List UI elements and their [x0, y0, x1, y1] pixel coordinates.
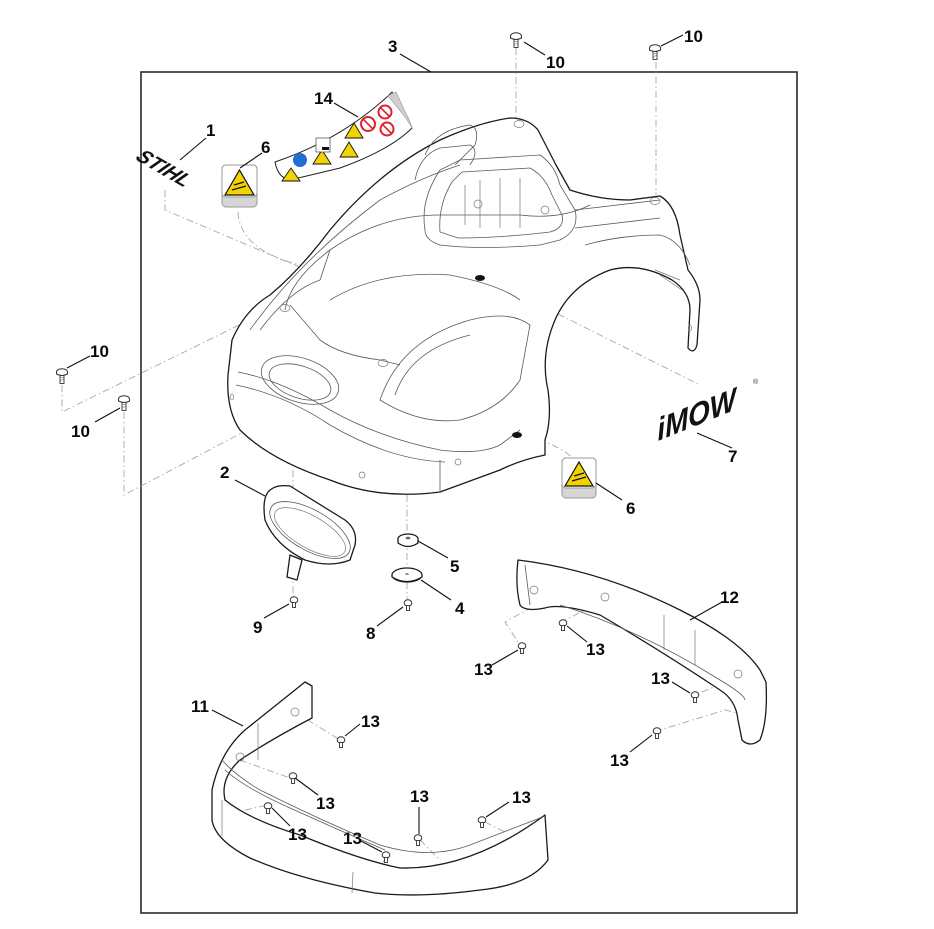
- callout-7: 7: [728, 447, 737, 466]
- callout-6: 6: [626, 499, 635, 518]
- callout-8: 8: [366, 624, 375, 643]
- screw-icon: [690, 691, 700, 703]
- callout-13: 13: [474, 660, 493, 679]
- front-bumper: [211, 681, 549, 896]
- callout-10: 10: [90, 342, 109, 361]
- callout-10: 10: [71, 422, 90, 441]
- washer: [391, 567, 423, 583]
- callout-10: 10: [684, 27, 703, 46]
- screw-icon: [263, 802, 273, 814]
- callout-5: 5: [450, 557, 459, 576]
- callout-4: 4: [455, 599, 465, 618]
- screw-icon: [652, 727, 662, 739]
- callout-9: 9: [253, 618, 262, 637]
- callout-13: 13: [288, 825, 307, 844]
- callout-13: 13: [586, 640, 605, 659]
- diagram-frame: [140, 71, 798, 914]
- warning-triangle-icon: [344, 122, 364, 139]
- rear-bumper: [516, 559, 768, 745]
- screw-icon: [558, 619, 568, 631]
- callout-11: 11: [191, 697, 209, 716]
- housing: [227, 117, 701, 495]
- screw-icon: [477, 816, 487, 828]
- callout-6: 6: [261, 138, 270, 157]
- screw-icon: [413, 834, 423, 846]
- screw-icon: [649, 44, 661, 60]
- callout-1: 1: [206, 121, 215, 140]
- callout-13: 13: [651, 669, 670, 688]
- callout-13: 13: [343, 829, 362, 848]
- screw-icon: [381, 851, 391, 863]
- callout-13: 13: [512, 788, 531, 807]
- callout-10: 10: [546, 53, 565, 72]
- callout-2: 2: [220, 463, 229, 482]
- display-cover: [263, 484, 357, 581]
- warning-triangle-icon: [223, 168, 256, 196]
- screw-icon: [336, 736, 346, 748]
- callout-numbers: 3 10 10 1 14 6 10 10 7 6 2 5 4 9 8 12 13…: [71, 27, 739, 848]
- screw-icon: [403, 599, 413, 611]
- leader-lines: [66, 34, 733, 853]
- imow-logo-text: iMOW: [656, 379, 740, 448]
- screw-icon: [56, 368, 68, 384]
- warning-triangle-icon: [281, 167, 301, 182]
- registered-mark: ®: [753, 378, 759, 386]
- callout-14: 14: [314, 89, 333, 108]
- callout-13: 13: [361, 712, 380, 731]
- callout-3: 3: [388, 37, 397, 56]
- warning-label-strip: [274, 91, 413, 182]
- callout-13: 13: [316, 794, 335, 813]
- screw-icon: [517, 642, 527, 654]
- mandatory-sign-icon: [293, 153, 307, 167]
- callout-13: 13: [610, 751, 629, 770]
- callout-12: 12: [720, 588, 739, 607]
- warning-triangle-icon: [339, 141, 359, 158]
- callout-13: 13: [410, 787, 429, 806]
- bushing: [397, 533, 419, 548]
- imow-logo-decal: iMOW: [656, 379, 740, 448]
- warning-decal-right: [561, 457, 597, 499]
- warning-decal-left: [221, 164, 258, 208]
- screw-icon: [510, 32, 522, 48]
- warning-triangle-icon: [312, 149, 332, 165]
- screw-icon: [289, 596, 299, 608]
